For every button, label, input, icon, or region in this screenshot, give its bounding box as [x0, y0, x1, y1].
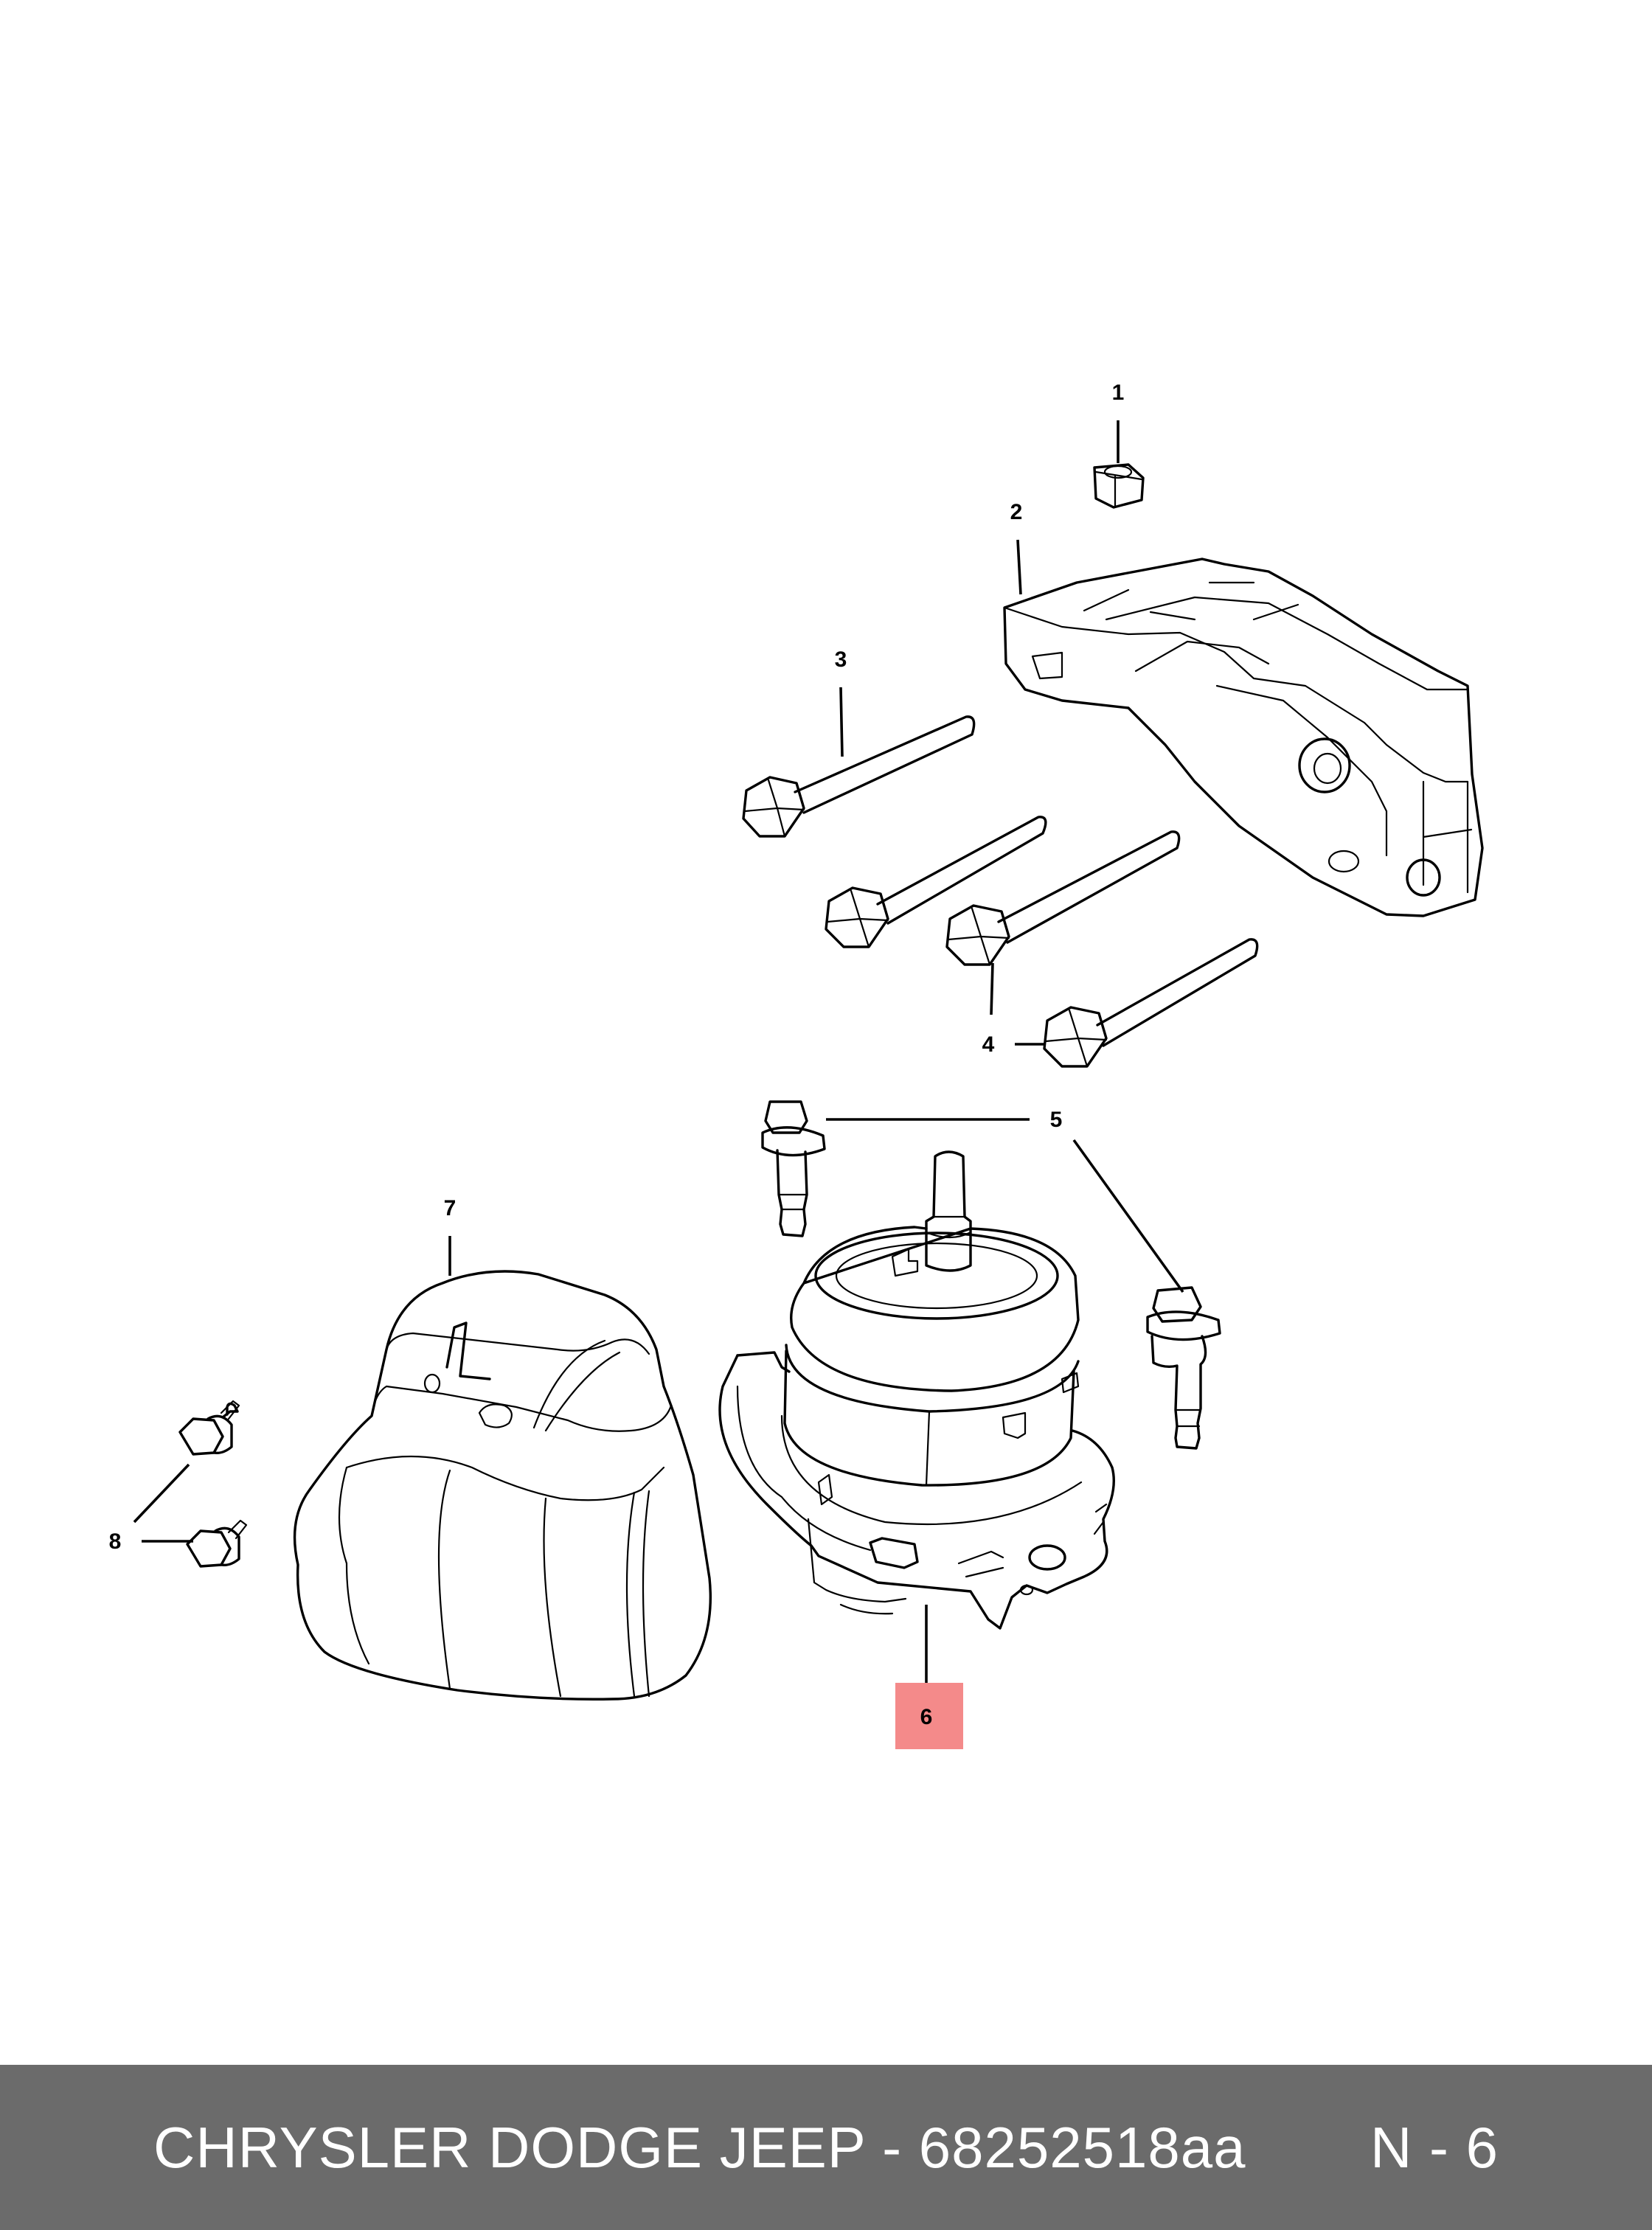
leader-lines [133, 420, 1184, 1684]
part-3-bolt-b [825, 816, 1047, 948]
callout-5: 5 [1050, 1108, 1063, 1132]
part-1-nut [1093, 463, 1145, 509]
callout-3: 3 [835, 647, 847, 672]
callout-6: 6 [920, 1705, 933, 1729]
callout-1: 1 [1112, 381, 1125, 405]
part-5-bolt [761, 1100, 826, 1237]
callout-7: 7 [444, 1196, 457, 1220]
part-6-engine-mount [718, 1150, 1115, 1630]
callout-2: 2 [1010, 500, 1023, 524]
callout-4: 4 [982, 1032, 995, 1057]
page-indicator: N - 6 [1370, 2114, 1499, 2180]
callout-labels: 1 2 3 4 5 6 7 8 [109, 381, 1125, 1749]
part-8-bolt-b [186, 1519, 248, 1568]
part-7-cover [293, 1270, 712, 1701]
callout-6-highlight [895, 1683, 963, 1749]
part-2-bracket [1003, 558, 1484, 917]
parts-diagram: 1 2 3 4 5 6 7 8 [109, 381, 1484, 1749]
part-8-bolt [178, 1400, 240, 1456]
part-title: CHRYSLER DODGE JEEP - 68252518aa [153, 2114, 1246, 2180]
part-3-bolt [742, 715, 976, 838]
part-4-bolt [945, 830, 1181, 966]
part-4-bolt-b [1043, 938, 1259, 1068]
callout-8: 8 [109, 1529, 122, 1554]
part-5-bolt-b [1146, 1286, 1221, 1450]
footer-bar: CHRYSLER DODGE JEEP - 68252518aa N - 6 [0, 2065, 1652, 2230]
